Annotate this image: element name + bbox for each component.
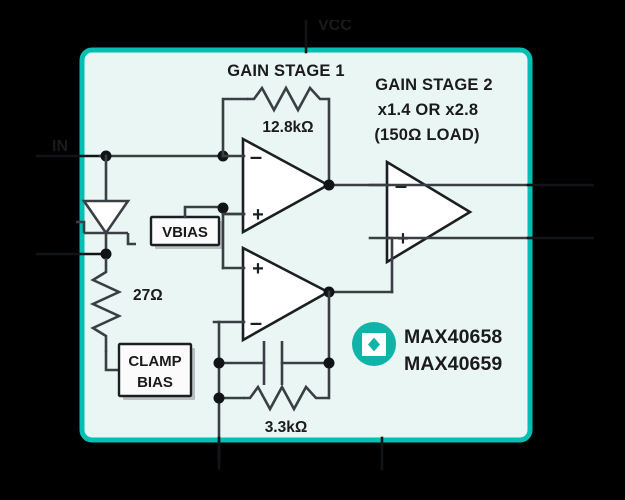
lower-input-node-dot	[100, 248, 112, 260]
amp1b-plus-sign: +	[252, 258, 264, 280]
vbias-label: VBIAS	[162, 224, 208, 241]
resistor-27-ohm-label: 27Ω	[133, 287, 163, 304]
crop-frame-top	[0, 0, 625, 20]
capacitor-right-node-dot	[323, 357, 335, 369]
amp1b-triangle	[241, 245, 331, 343]
amp1b-minus-sign: –	[250, 310, 262, 335]
amp1-feedback-left-wire	[221, 97, 249, 158]
maxim-logo-icon	[352, 322, 396, 366]
diode-hook-left	[76, 220, 86, 233]
crop-frame-left	[0, 0, 36, 500]
clamp-bias-wire	[104, 350, 124, 372]
part-number-1: MAX40658	[404, 326, 502, 348]
amp1-minus-sign: –	[250, 144, 262, 169]
gain-stage-2-header-line3: (150Ω LOAD)	[374, 126, 479, 144]
clamp-bias-label-line2: BIAS	[137, 374, 173, 391]
diode-hook-right	[126, 233, 136, 246]
amp1-triangle	[241, 136, 331, 235]
gain-stage-1-header: GAIN STAGE 1	[227, 62, 345, 80]
resistor-3k3	[243, 384, 329, 412]
resistor-27-ohm	[89, 258, 123, 352]
resistor-12k8-label: 12.8kΩ	[262, 119, 313, 136]
gain-stage-2-header-line1: GAIN STAGE 2	[375, 76, 493, 94]
resistor-3k3-left-node-dot	[213, 392, 225, 404]
gain-stage-2-header-line2: x1.4 OR x2.8	[378, 101, 479, 119]
vbias-to-node-wire	[183, 205, 225, 219]
resistor-12k8	[247, 85, 329, 113]
vcc-pin-label: VCC	[318, 17, 352, 34]
part-number-2: MAX40659	[404, 353, 502, 375]
amp1-output-node-dot	[323, 179, 335, 191]
vbias-node-dot	[217, 202, 229, 214]
crop-frame-right	[594, 0, 625, 500]
diode-triangle-icon	[81, 199, 131, 236]
capacitor-left-node-dot	[213, 357, 225, 369]
resistor-3k3-label: 3.3kΩ	[265, 419, 308, 436]
clamp-bias-label-line1: CLAMP	[128, 353, 181, 370]
in-pin-label: IN	[52, 138, 68, 155]
amp1-plus-sign: +	[252, 204, 264, 226]
clamp-bias-box	[117, 342, 193, 398]
crop-frame-bottom	[0, 470, 625, 500]
